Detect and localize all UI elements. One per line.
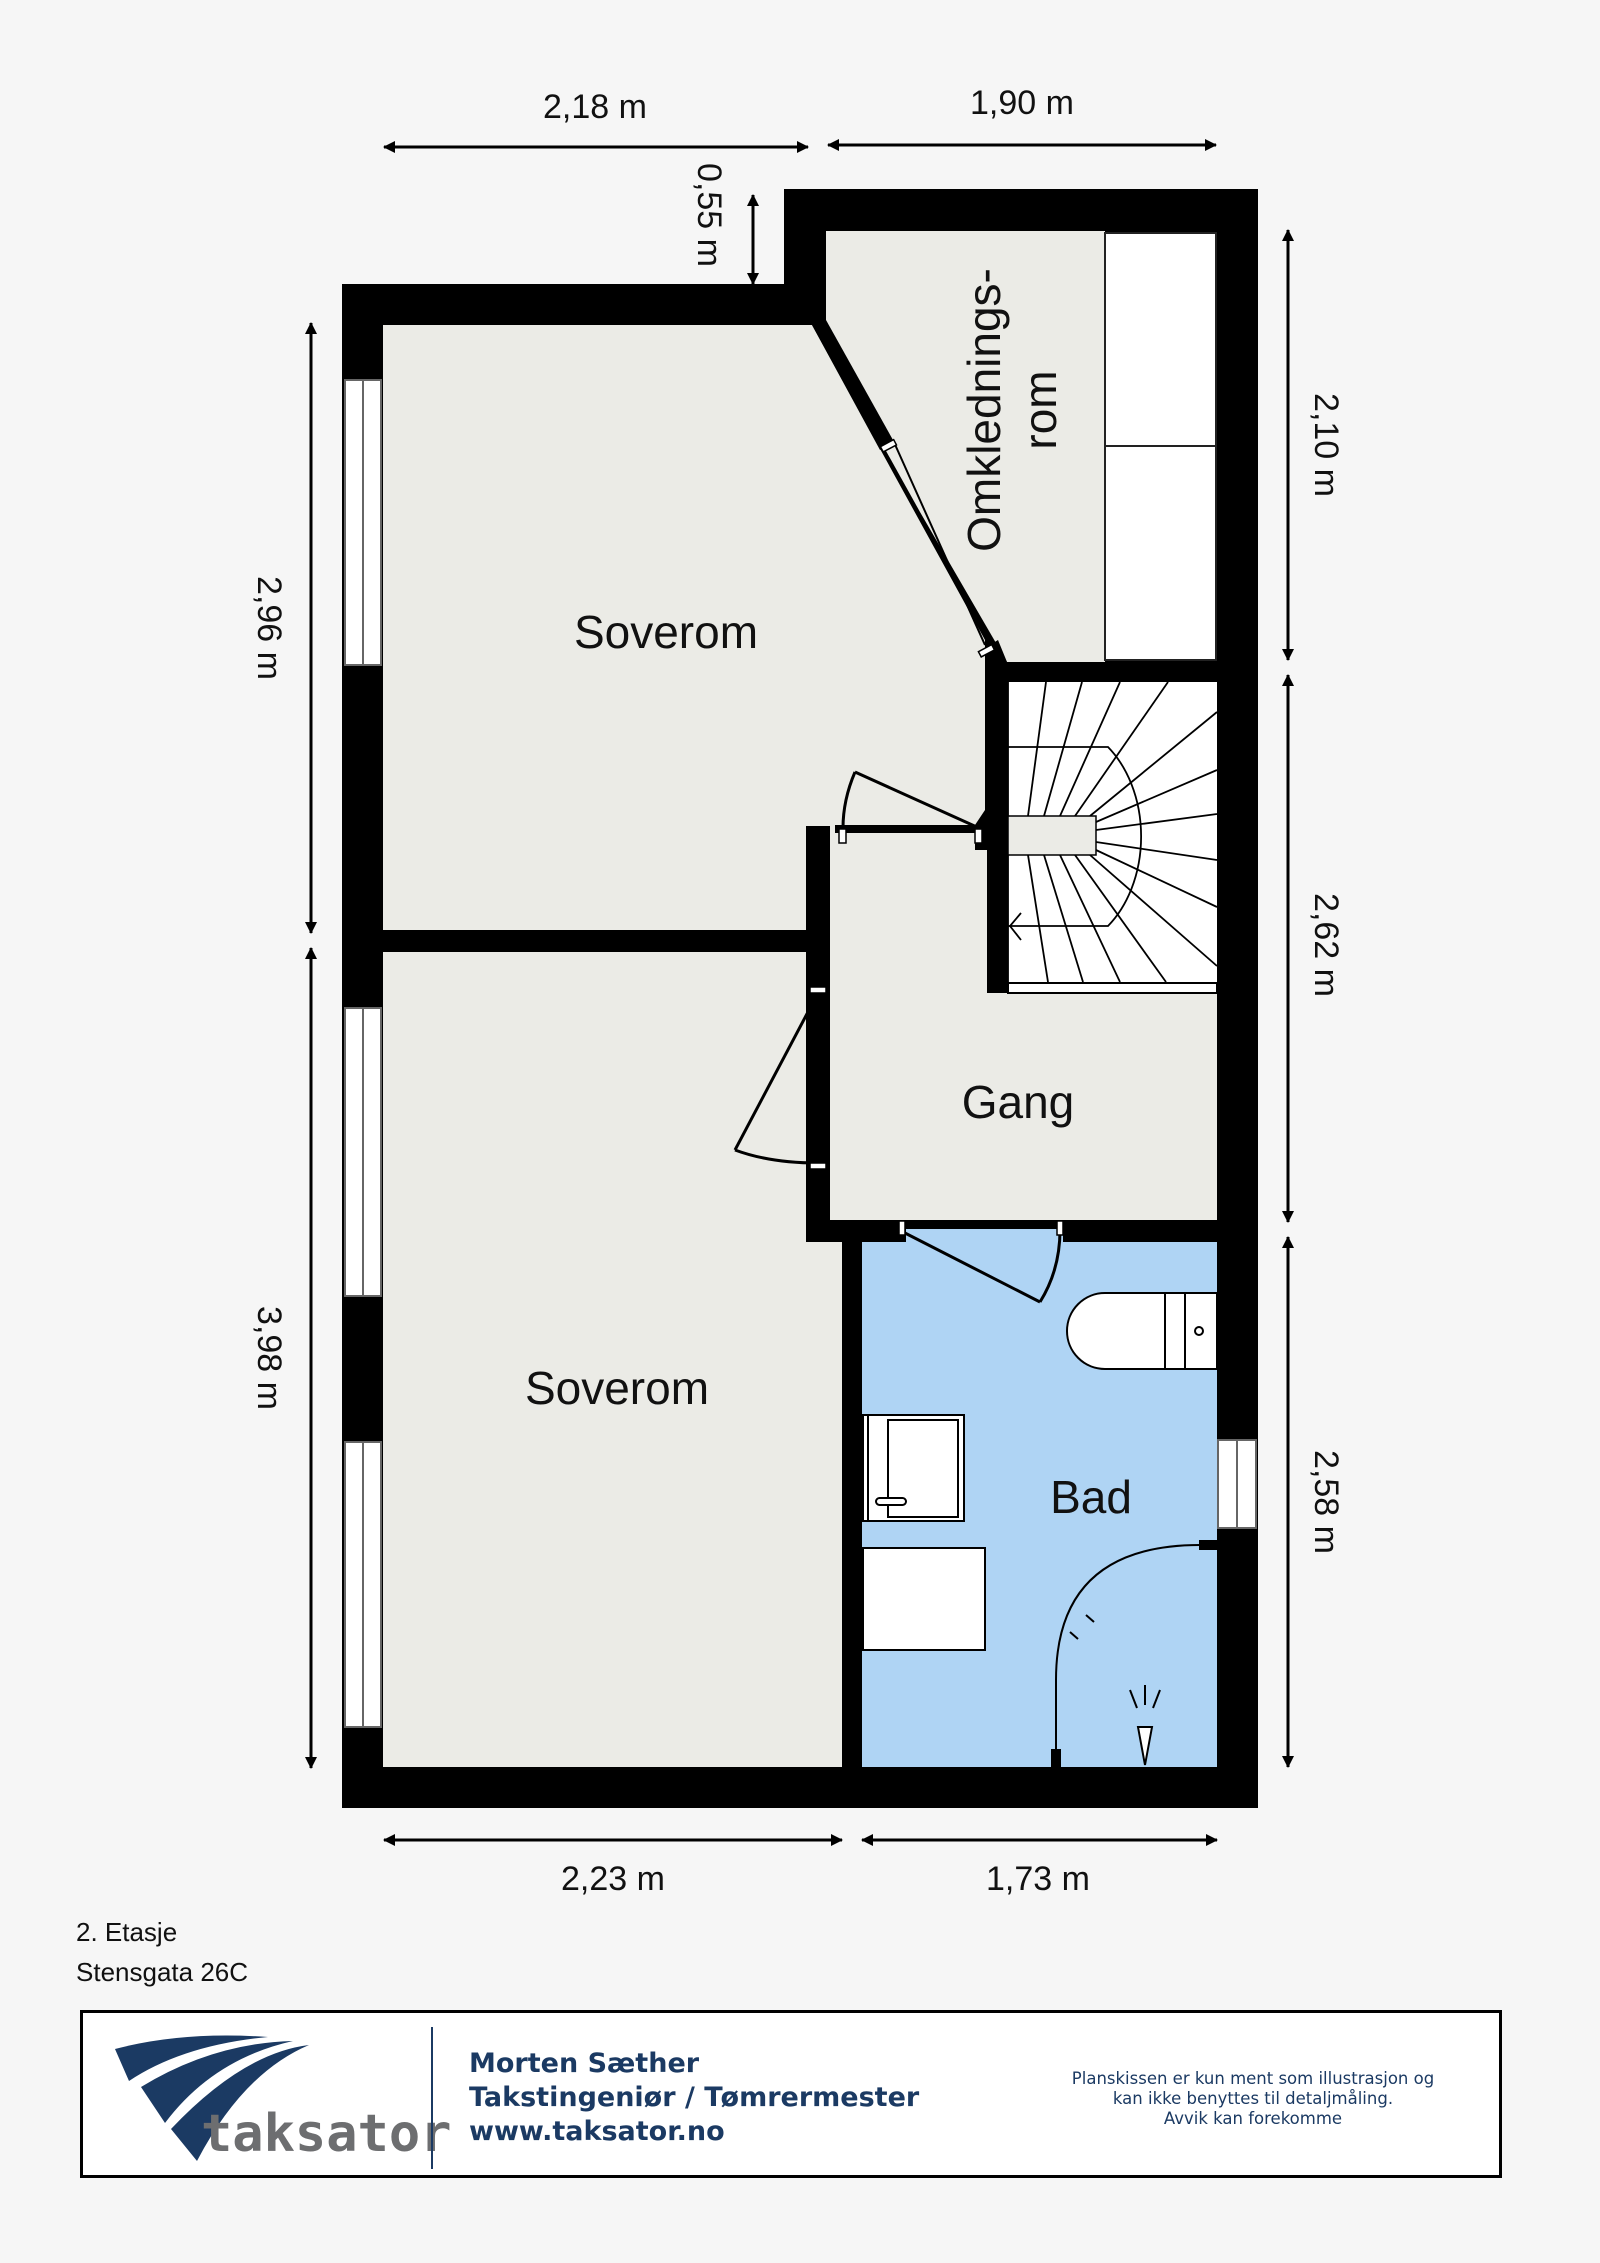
window xyxy=(344,1007,382,1297)
dim-top-step: 0,55 m xyxy=(690,163,728,267)
dimension-labels: 2,18 m 1,90 m 0,55 m 2,96 m 3,98 m 2,10 … xyxy=(250,84,1345,1898)
dimension-lines xyxy=(305,139,1294,1846)
stair-landing xyxy=(1007,815,1097,856)
dim-left-upper: 2,96 m xyxy=(250,576,288,680)
floor-level: 2. Etasje xyxy=(76,1917,178,1947)
room-label-omkledningsrom-line2: rom xyxy=(1014,370,1066,449)
room-soverom-2-floor xyxy=(383,952,842,1767)
logo-text: taksator xyxy=(201,2104,451,2164)
address: Stensgata 26C xyxy=(76,1957,249,1987)
dim-bottom-right: 1,73 m xyxy=(986,1860,1090,1898)
room-label-gang: Gang xyxy=(962,1076,1075,1128)
staircase xyxy=(1007,681,1218,994)
contact-name: Morten Sæther xyxy=(469,2048,700,2079)
floor-plan: Soverom Soverom Gang Bad Omklednings- ro… xyxy=(250,84,1345,1898)
dim-bottom-left: 2,23 m xyxy=(561,1860,665,1898)
window xyxy=(344,1441,382,1728)
dim-left-lower: 3,98 m xyxy=(250,1306,288,1410)
sink-icon xyxy=(862,1414,965,1522)
wardrobe xyxy=(1104,232,1217,661)
disclaimer-line: Avvik kan forekomme xyxy=(1163,2109,1343,2128)
windows-left xyxy=(344,379,382,1728)
room-label-bad: Bad xyxy=(1050,1471,1132,1523)
doors xyxy=(733,438,1062,1304)
contact-title: Takstingeniør / Tømrermester xyxy=(469,2082,920,2113)
window xyxy=(344,379,382,666)
contact-info: Morten Sæther Takstingeniør / Tømrermest… xyxy=(469,2047,919,2149)
room-gang-floor xyxy=(830,833,1217,1232)
room-labels: Soverom Soverom Gang Bad Omklednings- ro… xyxy=(525,268,1132,1523)
logo-swoosh-icon xyxy=(115,2035,309,2161)
washer-icon xyxy=(862,1547,986,1651)
room-soverom-1-floor xyxy=(383,325,985,930)
disclaimer-line: kan ikke benyttes til detaljmåling. xyxy=(1112,2089,1394,2108)
dim-right-middle: 2,62 m xyxy=(1307,893,1345,997)
contact-website[interactable]: www.taksator.no xyxy=(469,2116,725,2147)
room-floors xyxy=(383,231,1217,1767)
dim-top-left: 2,18 m xyxy=(543,88,647,126)
footer-divider xyxy=(431,2027,433,2169)
room-label-omkledningsrom-line1: Omklednings- xyxy=(958,268,1010,552)
room-label-soverom-2: Soverom xyxy=(525,1362,709,1414)
dim-top-right: 1,90 m xyxy=(970,84,1074,122)
room-omkledningsrom-floor xyxy=(826,231,1105,662)
bathroom-fixtures xyxy=(862,1292,1218,1768)
door-jambs xyxy=(809,828,1064,1236)
dim-right-upper: 2,10 m xyxy=(1307,393,1345,497)
room-label-soverom-1: Soverom xyxy=(574,606,758,658)
disclaimer: Planskissen er kun ment som illustrasjon… xyxy=(1023,2069,1483,2129)
floor-info: 2. Etasje Stensgata 26C xyxy=(76,1912,248,1992)
footer-banner: taksator Morten Sæther Takstingeniør / T… xyxy=(80,2010,1502,2178)
taksator-logo: taksator xyxy=(115,2035,451,2164)
shower-icon xyxy=(1051,1540,1218,1768)
toilet-icon xyxy=(1066,1292,1218,1370)
disclaimer-line: Planskissen er kun ment som illustrasjon… xyxy=(1071,2069,1435,2088)
interior-walls xyxy=(383,320,1218,1768)
window-bathroom xyxy=(1217,1439,1257,1529)
dim-right-lower: 2,58 m xyxy=(1307,1450,1345,1554)
